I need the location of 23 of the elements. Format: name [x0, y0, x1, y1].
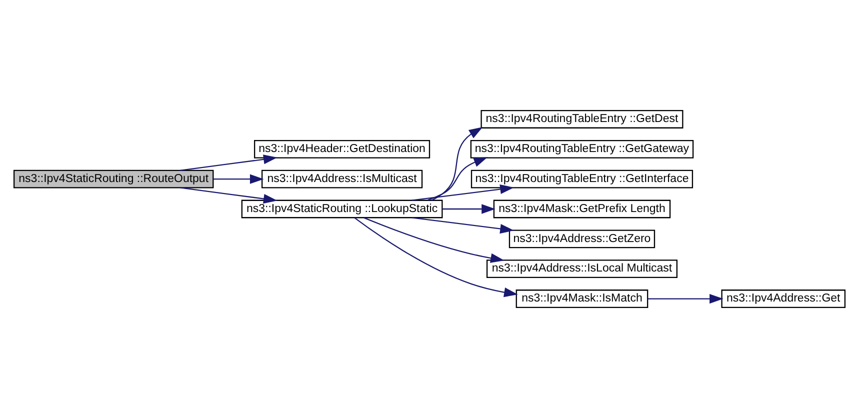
arrow [432, 126, 483, 200]
node-box: ns3::Ipv4Header::GetDestination [254, 139, 430, 158]
node-box: ns3::Ipv4Address::GetZero [508, 229, 656, 248]
arrow [648, 293, 724, 304]
arrow [442, 204, 496, 214]
arrow [427, 156, 488, 200]
node-box: ns3::Ipv4RoutingTableEntry ::GetDest [480, 110, 684, 128]
node-box: ns3::Ipv4Address::Get [721, 289, 846, 308]
arrow [412, 216, 514, 234]
node-box: ns3::Ipv4Mask::GetPrefix Length [493, 199, 671, 218]
node-box: ns3::Ipv4Address::IsMulticast [261, 169, 423, 188]
arrow [213, 174, 264, 184]
arrow [354, 216, 518, 297]
node-box: ns3::Ipv4StaticRouting ::LookupStatic [241, 199, 443, 218]
node-box: ns3::Ipv4RoutingTableEntry ::GetGateway [470, 139, 694, 158]
arrow [180, 186, 278, 204]
arrow [180, 154, 278, 170]
node-box: ns3::Ipv4RoutingTableEntry ::GetInterface [470, 169, 694, 188]
arrow [412, 184, 514, 200]
node-box: ns3::Ipv4Address::IsLocal Multicast [486, 259, 678, 278]
arrow [364, 216, 504, 262]
node-box: ns3::Ipv4StaticRouting ::RouteOutput [13, 169, 214, 188]
node-box: ns3::Ipv4Mask::IsMatch [516, 289, 648, 308]
